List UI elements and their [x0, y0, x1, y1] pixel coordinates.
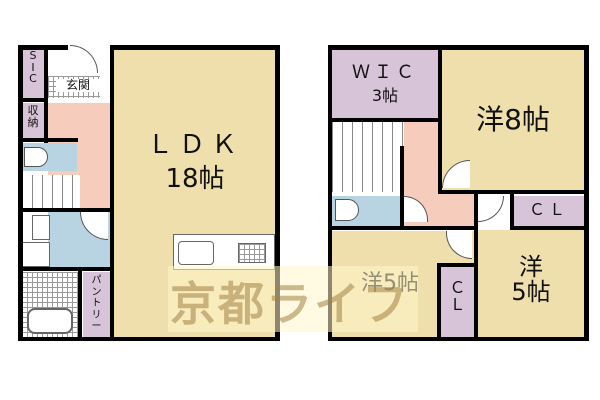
label-cl-left: Ｃ Ｌ: [449, 278, 466, 314]
label-cl-right: ＣＬ: [528, 200, 569, 219]
label-wic-name: ＷＩＣ: [352, 62, 418, 83]
room-hall-2f: [404, 122, 438, 192]
wall: [437, 263, 441, 339]
kitchen-sink-icon: [178, 241, 214, 265]
wall: [328, 337, 589, 341]
label-pantry: パ ン ト リ ー: [91, 275, 102, 332]
wall: [18, 138, 78, 142]
stairs-1f: [22, 175, 80, 208]
toilet-icon: [24, 147, 48, 167]
watermark: 京都ライフ: [170, 277, 410, 331]
watermark-bg: [168, 266, 418, 332]
room-shuno: [22, 103, 44, 138]
room-wic: [332, 50, 438, 118]
room-cl-right: [514, 196, 584, 226]
wall: [18, 45, 68, 50]
toilet-icon: [335, 199, 359, 221]
room-western-5-right: [478, 230, 584, 337]
label-shuno: 収 納: [27, 104, 39, 129]
wall: [328, 118, 442, 122]
wall: [328, 45, 332, 341]
western-5-right-door[interactable]: [478, 196, 504, 222]
wall: [437, 263, 477, 267]
sink-icon: [32, 215, 50, 240]
room-pantry: [83, 272, 110, 337]
label-western-5-right: 洋 5帖: [511, 253, 551, 307]
label-ldk-size: 18帖: [165, 164, 225, 194]
washing-machine-icon: [22, 242, 50, 267]
wall: [78, 267, 82, 339]
wall: [18, 267, 110, 271]
label-wic-size: 3帖: [371, 86, 399, 105]
wall: [328, 45, 589, 50]
wall: [110, 45, 280, 50]
wall: [510, 226, 589, 230]
wall: [44, 45, 48, 143]
label-western-8: 洋8帖: [476, 103, 550, 136]
wall: [18, 208, 110, 212]
wall: [110, 45, 114, 337]
wall: [328, 226, 478, 230]
label-sic: S I C: [29, 49, 37, 86]
bathtub-icon: [27, 308, 73, 334]
room-cl-left: [441, 267, 474, 337]
wall: [18, 45, 23, 340]
label-genkan: 玄関: [56, 79, 100, 92]
room-sic: [22, 50, 44, 98]
wall: [18, 98, 48, 102]
stairs-2f: [332, 122, 404, 192]
wall: [18, 337, 280, 341]
stove-icon: [238, 243, 266, 263]
label-ldk-name: ＬＤＫ: [146, 130, 243, 160]
wall: [275, 45, 280, 341]
wall: [400, 146, 404, 226]
wall: [510, 190, 514, 228]
